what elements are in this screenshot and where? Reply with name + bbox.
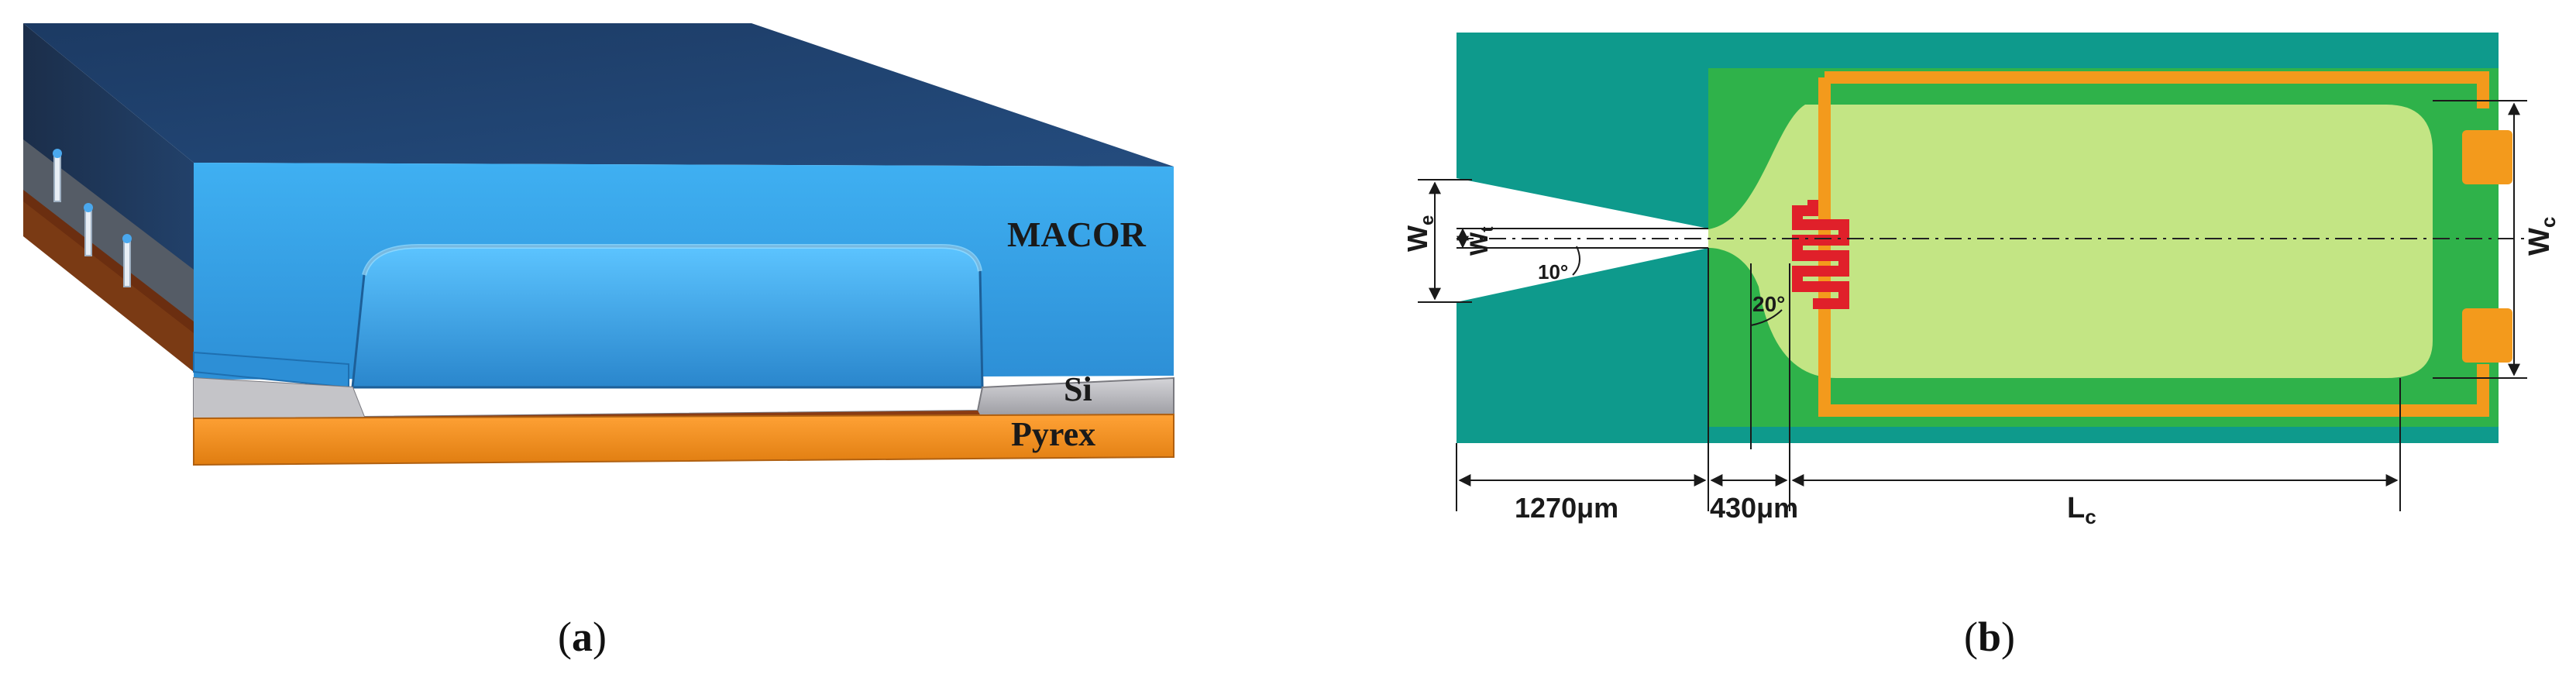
label-macor: MACOR — [1007, 215, 1147, 254]
label-si: Si — [1064, 370, 1092, 408]
heater-pad-top — [2462, 130, 2512, 184]
label-angle-10: 10° — [1538, 260, 1568, 284]
heater-pad-bottom — [2462, 308, 2512, 363]
nozzle-wedge — [1457, 178, 1708, 302]
label-pyrex: Pyrex — [1011, 415, 1095, 453]
label-we: We — [1401, 215, 1438, 252]
chip-left-side — [23, 23, 194, 372]
label-430um: 430μm — [1710, 492, 1798, 524]
label-angle-20: 20° — [1752, 292, 1785, 316]
port-pins — [53, 149, 132, 287]
panel-b-top-view: We Wt 10° 20° 1270μm 430μm Lc — [1401, 33, 2560, 528]
label-1270um: 1270μm — [1515, 492, 1618, 524]
panel-a-3d-chip: MACOR Si Pyrex — [23, 23, 1175, 466]
chamber — [1708, 105, 2433, 378]
label-wt: Wt — [1465, 226, 1497, 256]
caption-a: (a) — [558, 614, 607, 660]
macor-top-face — [23, 23, 1174, 167]
label-lc: Lc — [2067, 492, 2096, 528]
caption-b: (b) — [1964, 614, 2015, 660]
pyrex-layer — [193, 413, 1175, 466]
macor-cavity — [351, 245, 984, 389]
label-wc: Wc — [2523, 217, 2560, 256]
serpentine-sensor — [1792, 200, 1849, 309]
